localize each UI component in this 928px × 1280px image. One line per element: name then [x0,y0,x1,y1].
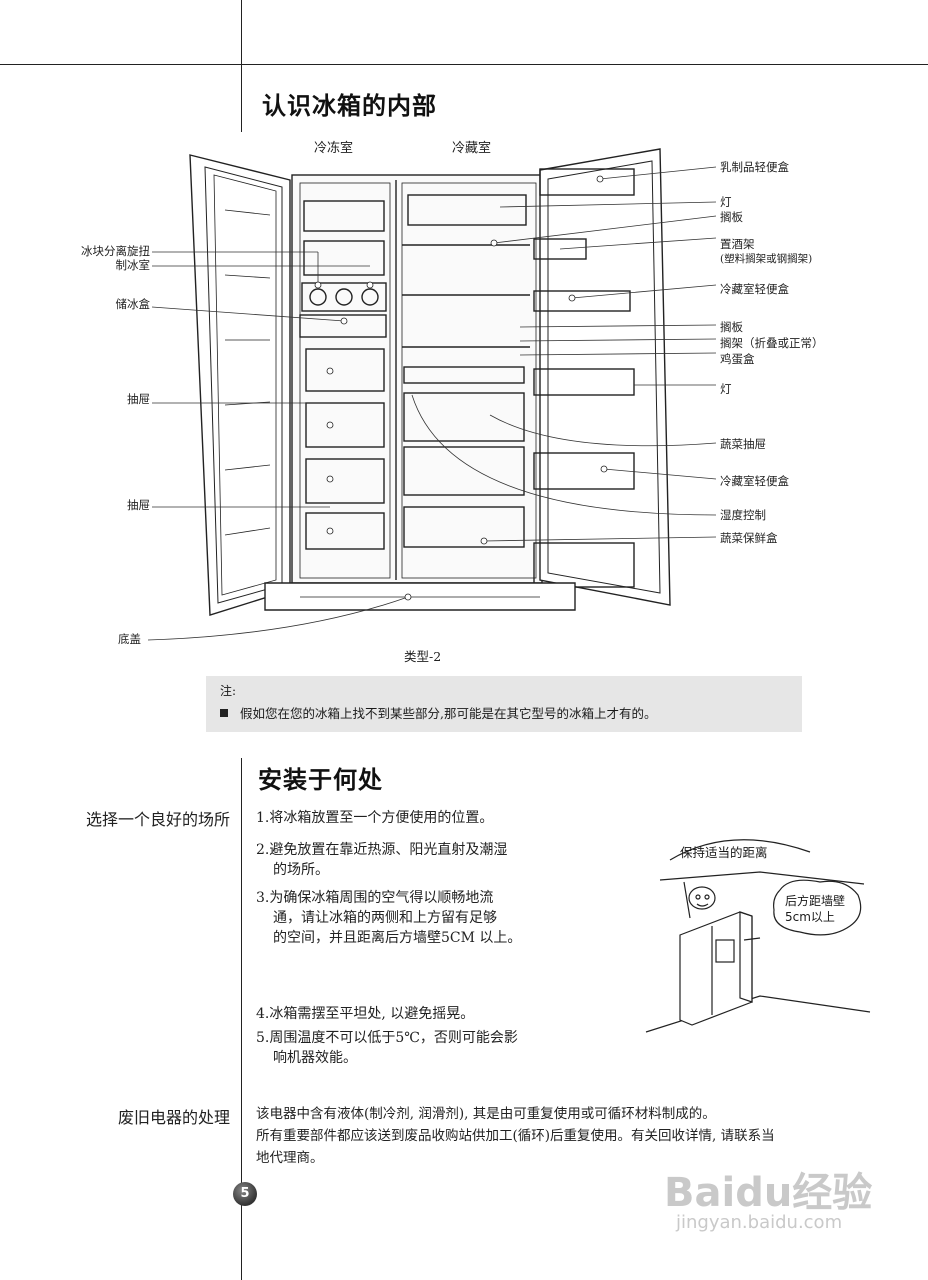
label-shelf-fold: 搁架（折叠或正常） [720,336,824,350]
label-base-cover: 底盖 [118,632,141,646]
section-title-placement: 安装于何处 [258,766,383,794]
note-title: 注: [220,684,237,698]
section-title-interior: 认识冰箱的内部 [262,92,437,120]
label-drawer-2: 抽屉 [127,498,150,512]
label-dairy-bin: 乳制品轻便盒 [720,160,789,174]
bubble-text-2: 5cm以上 [785,910,835,924]
page-number: 5 [233,1182,257,1206]
header-rule [0,64,928,65]
note-box: 注: 假如您在您的冰箱上找不到某些部分,那可能是在其它型号的冰箱上才有的。 [206,676,802,732]
list-item-3: 3.为确保冰箱周围的空气得以顺畅地流 通，请让冰箱的两侧和上方留有足够 的空间，… [256,890,522,946]
label-egg-box: 鸡蛋盒 [720,352,755,366]
label-door-bin-1: 冷藏室轻便盒 [720,282,789,296]
list-item-2: 2.避免放置在靠近热源、阳光直射及潮湿 的场所。 [256,842,508,878]
disposal-paragraph: 该电器中含有液体(制冷剂, 润滑剂), 其是由可重复使用或可循环材料制成的。 所… [256,1106,775,1166]
label-door-bin-2: 冷藏室轻便盒 [720,474,789,488]
bullet-square [220,709,228,717]
watermark-url: jingyan.baidu.com [676,1212,843,1233]
label-ice-maker: 制冰室 [115,258,151,272]
label-humidity: 湿度控制 [720,508,766,522]
fridge-clearance-illustration [645,839,871,1033]
note-line: 假如您在您的冰箱上找不到某些部分,那可能是在其它型号的冰箱上才有的。 [220,703,656,722]
list-item-4: 4.冰箱需摆至平坦处, 以避免摇晃。 [256,1006,475,1022]
fridge-label: 冷藏室 [452,141,492,156]
side-label-disposal: 废旧电器的处理 [117,1108,230,1127]
list-item-5: 5.周围温度不可以低于5℃，否则可能会影 响机器效能。 [256,1030,518,1066]
side-label-location: 选择一个良好的场所 [85,810,230,829]
label-wine-rack-note: (塑料搁架或钢搁架) [720,253,813,265]
note-text: 假如您在您的冰箱上找不到某些部分,那可能是在其它型号的冰箱上才有的。 [240,706,657,721]
list-item-1: 1.将冰箱放置至一个方便使用的位置。 [256,810,494,826]
label-ice-twist: 冰块分离旋扭 [81,244,150,258]
margin-rule-top [241,0,242,132]
freezer-label: 冷冻室 [314,141,354,156]
bubble-text-1: 后方距墙壁 [785,894,846,908]
label-veg-crisper: 蔬菜保鲜盒 [720,531,778,545]
label-light-2: 灯 [720,382,732,396]
label-shelf-2: 搁板 [720,320,743,334]
label-veg-drawer: 蔬菜抽屉 [720,437,766,451]
fridge-interior-diagram [147,148,717,641]
watermark-logo: Baidu经验 [664,1170,873,1216]
illus-caption: 保持适当的距离 [680,845,768,860]
label-ice-bin: 储冰盒 [115,297,151,311]
label-wine-rack: 置酒架 [720,237,755,251]
diagram-caption: 类型-2 [404,649,442,664]
label-shelf-1: 搁板 [720,210,743,224]
label-light-1: 灯 [720,195,732,209]
margin-rule-bottom [241,758,242,1280]
label-drawer-1: 抽屉 [127,392,150,406]
